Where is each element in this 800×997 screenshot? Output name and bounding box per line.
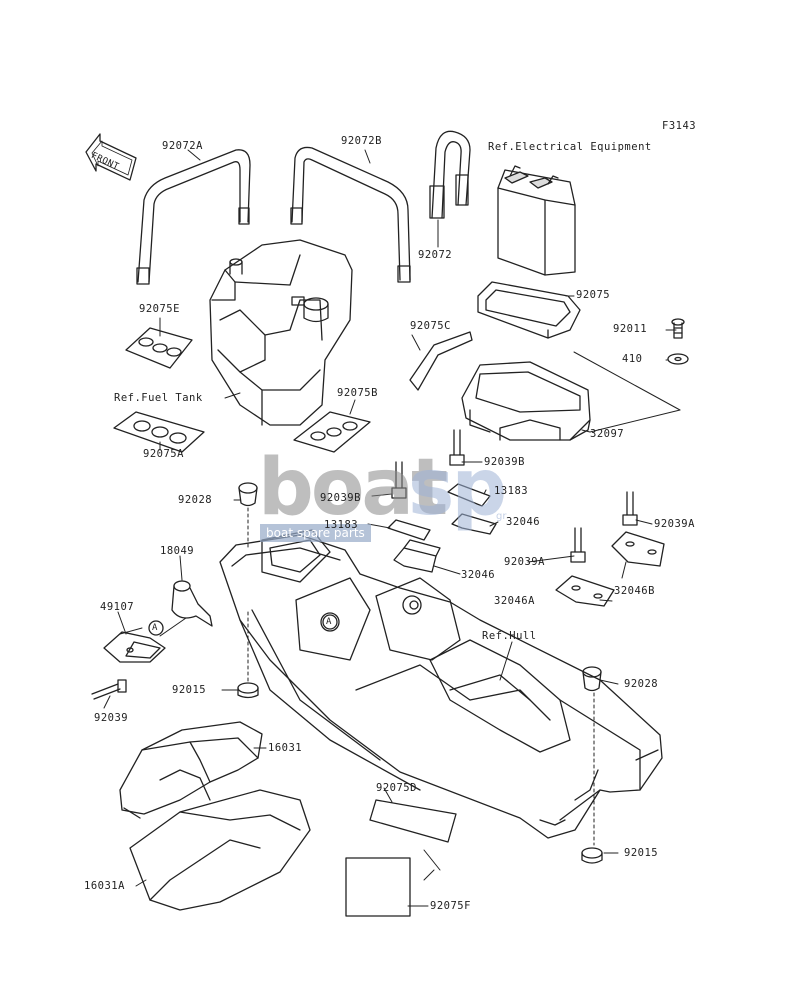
part-label: 92028 [178, 494, 213, 506]
part-label: 92039A [654, 518, 695, 530]
part-label: 92039B [320, 492, 361, 504]
part-label: 32046 [461, 569, 496, 581]
watermark-brand-right: sp [408, 443, 507, 533]
part-label: 92028 [624, 678, 659, 690]
part-label: 92015 [624, 847, 659, 859]
part-label: 92072 [418, 249, 453, 261]
pad-92075a-drawing [113, 411, 205, 453]
callout-lines [103, 149, 677, 907]
battery-case-32097-drawing [461, 361, 591, 441]
sticker-92075d-drawing [369, 799, 457, 843]
bolts-92039b-drawing [391, 429, 465, 499]
part-label: 13183 [494, 485, 529, 497]
fuel-tank-drawing [209, 239, 353, 426]
ref-electrical-equipment: Ref.Electrical Equipment [488, 141, 652, 153]
part-label: 92075A [143, 448, 184, 460]
part-label: 92072A [162, 140, 203, 152]
part-label: 92075 [576, 289, 611, 301]
part-label: 92075E [139, 303, 180, 315]
fasteners-92011-410-drawing [573, 318, 689, 433]
strap-92072b-drawing [290, 146, 411, 283]
bracket-32046b-drawing [611, 531, 665, 567]
part-label: 92075C [410, 320, 451, 332]
ref-hull: Ref.Hull [482, 630, 537, 642]
hull-drawing [219, 529, 663, 839]
figure-code: F3143 [662, 120, 697, 132]
part-label: 16031 [268, 742, 303, 754]
part-label: 92011 [613, 323, 648, 335]
part-label: 92075B [337, 387, 378, 399]
part-label: 18049 [160, 545, 195, 557]
nut-92015-right-drawing [581, 847, 603, 864]
part-label: 92039A [504, 556, 545, 568]
cap-92028-right-drawing [582, 666, 602, 846]
front-arrow-icon [85, 133, 137, 181]
part-16031-drawing [119, 721, 263, 819]
bolt-92039-drawing [91, 679, 127, 700]
bracket-32046a-drawing [555, 575, 615, 607]
part-label: 92015 [172, 684, 207, 696]
part-label: 410 [622, 353, 643, 365]
circle-markers [148, 614, 338, 636]
part-label: 16031A [84, 880, 125, 892]
circle-marker-a-left: A [152, 623, 158, 633]
pad-92075b-drawing [293, 411, 371, 453]
pad-92075c-drawing [409, 331, 473, 391]
pad-92075e-drawing [125, 327, 193, 369]
part-label: 32046A [494, 595, 535, 607]
part-label: 92039B [484, 456, 525, 468]
watermark-tagline: boat spare parts [260, 524, 371, 542]
bolts-92039a-drawing [570, 491, 638, 563]
battery-drawing [497, 165, 576, 276]
brackets-13183-32046-drawing [387, 483, 497, 573]
strap-92072a-drawing [136, 149, 251, 285]
part-18049-drawing [171, 580, 213, 627]
part-label: 32046 [506, 516, 541, 528]
part-label: 92039 [94, 712, 129, 724]
watermark-domain: gr [496, 511, 507, 522]
sticker-92075f-drawing [345, 849, 441, 917]
part-label: 92075D [376, 782, 417, 794]
part-label: 92072B [341, 135, 382, 147]
part-label: 13183 [324, 519, 359, 531]
part-label: 92075F [430, 900, 471, 912]
part-16031a-drawing [129, 789, 311, 911]
watermark-brand-left: boat [258, 443, 448, 533]
cap-92028-left-drawing [238, 482, 258, 549]
part-label: 49107 [100, 601, 135, 613]
part-49107-drawing [103, 617, 187, 663]
ref-fuel-tank: Ref.Fuel Tank [114, 392, 203, 404]
part-label: 32046B [614, 585, 655, 597]
tray-92075-drawing [477, 281, 581, 339]
circle-marker-a-hull: A [326, 617, 332, 627]
part-label: 32097 [590, 428, 625, 440]
strap-92072-drawing [429, 130, 471, 219]
nut-92015-left-drawing [237, 611, 259, 699]
